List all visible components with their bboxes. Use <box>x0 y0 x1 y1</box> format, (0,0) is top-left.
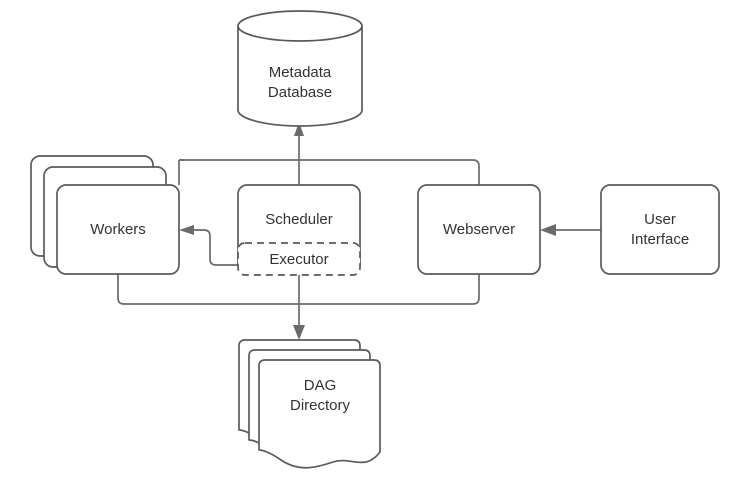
metadata-database-label-line1: Metadata <box>269 64 332 81</box>
dag-directory-label-line1: DAG <box>304 377 337 394</box>
workers-label: Workers <box>90 221 146 238</box>
metadata-database-label-line2: Database <box>268 84 332 101</box>
edge-scheduler-to-metadata-database <box>294 122 304 185</box>
dag-directory-label-line2: Directory <box>290 397 351 414</box>
node-webserver[interactable]: Webserver <box>417 184 541 275</box>
executor-label: Executor <box>269 251 328 268</box>
node-workers[interactable]: Workers <box>30 155 180 275</box>
edge-executor-to-dag-directory <box>293 275 305 340</box>
node-executor[interactable]: Executor <box>237 242 361 276</box>
user-interface-label-line1: User <box>644 211 676 228</box>
edge-executor-to-workers <box>179 225 238 266</box>
webserver-label: Webserver <box>443 221 515 238</box>
node-user-interface[interactable]: User Interface <box>600 184 720 275</box>
node-dag-directory[interactable]: DAG Directory <box>238 339 381 469</box>
user-interface-label-line2: Interface <box>631 231 689 248</box>
scheduler-label: Scheduler <box>265 211 333 228</box>
node-metadata-database[interactable]: Metadata Database <box>237 10 363 127</box>
upper-bus-workers-webserver <box>178 159 480 185</box>
edge-user-interface-to-webserver <box>540 224 601 236</box>
